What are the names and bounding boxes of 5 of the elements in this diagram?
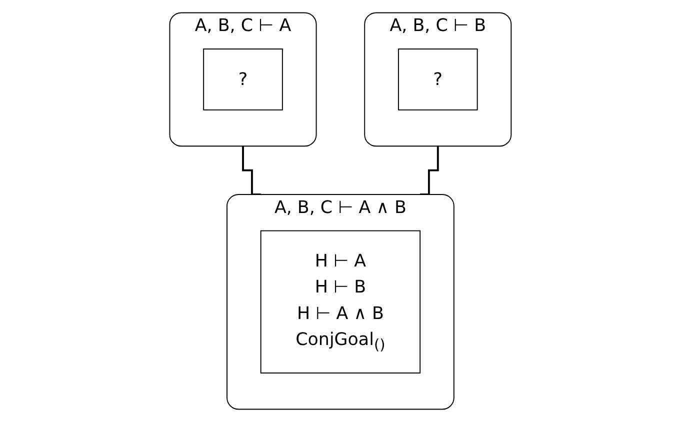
node-box: ? [398,48,478,110]
node-box: ? [202,48,282,110]
node-box: H ⊢ A H ⊢ B H ⊢ A ∧ B ConjGoal$_{()}$ [260,230,420,374]
connector [242,145,260,196]
connector [420,145,438,196]
